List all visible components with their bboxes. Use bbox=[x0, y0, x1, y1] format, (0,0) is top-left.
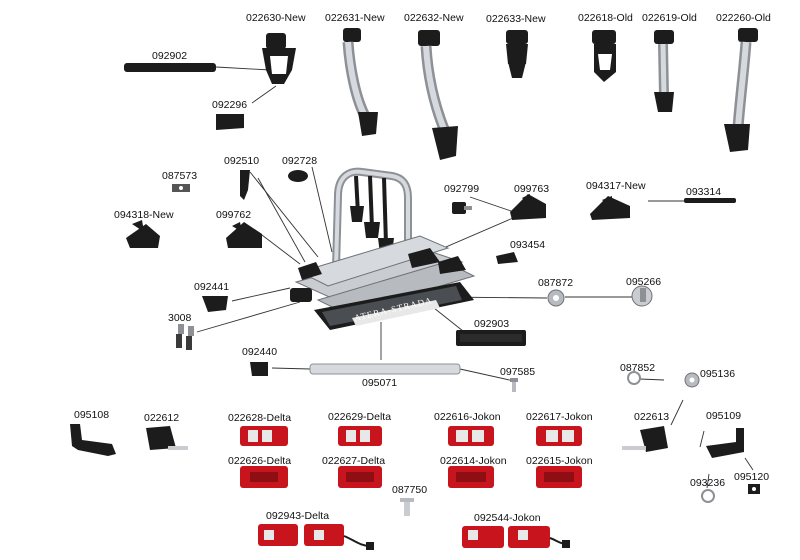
label-092544: 092544-Jokon bbox=[474, 512, 541, 524]
wheel-holder-022260 bbox=[724, 28, 758, 152]
cap-092296 bbox=[216, 114, 244, 130]
label-087750: 087750 bbox=[392, 484, 428, 496]
wheel-holder-022633 bbox=[506, 30, 528, 78]
label-094317: 094317-New bbox=[586, 180, 646, 192]
knob-092799 bbox=[452, 202, 472, 214]
label-022618: 022618-Old bbox=[578, 12, 633, 24]
label-092902: 092902 bbox=[152, 50, 188, 62]
label-022613: 022613 bbox=[634, 411, 670, 423]
ring-087852 bbox=[627, 371, 641, 385]
label-099762: 099762 bbox=[216, 209, 252, 221]
bracket-022612 bbox=[146, 426, 188, 450]
screw-097585 bbox=[510, 378, 518, 392]
label-022260: 022260-Old bbox=[716, 12, 771, 24]
label-092440: 092440 bbox=[242, 346, 278, 358]
label-022632: 022632-New bbox=[404, 12, 464, 24]
disc-092728 bbox=[288, 170, 308, 182]
nut-095120 bbox=[748, 484, 760, 494]
label-097585: 097585 bbox=[500, 366, 536, 378]
pad-093454 bbox=[496, 252, 518, 264]
lamp-022626 bbox=[240, 466, 288, 488]
label-022616: 022616-Jokon bbox=[434, 411, 501, 423]
label-022627: 022627-Delta bbox=[322, 455, 386, 467]
keys-3008 bbox=[176, 324, 194, 350]
label-093454: 093454 bbox=[510, 239, 546, 251]
label-022626: 022626-Delta bbox=[228, 455, 292, 467]
tube-095071 bbox=[309, 363, 461, 375]
holder-099763 bbox=[510, 194, 546, 220]
label-087872: 087872 bbox=[538, 277, 574, 289]
label-022612: 022612 bbox=[144, 412, 180, 424]
lamp-022629 bbox=[338, 426, 382, 446]
label-093314: 093314 bbox=[686, 186, 722, 198]
label-093236: 093236 bbox=[690, 477, 726, 489]
lamp-022616 bbox=[448, 426, 494, 446]
wheel-holder-022619 bbox=[654, 30, 674, 112]
label-022615: 022615-Jokon bbox=[526, 455, 593, 467]
label-022630: 022630-New bbox=[246, 12, 306, 24]
label-087573: 087573 bbox=[162, 170, 198, 182]
label-092943: 092943-Delta bbox=[266, 510, 330, 522]
bike-carrier-main bbox=[290, 167, 476, 330]
lamp-022628 bbox=[240, 426, 288, 446]
label-092441: 092441 bbox=[194, 281, 230, 293]
screw-087750 bbox=[400, 498, 414, 516]
label-022619: 022619-Old bbox=[642, 12, 697, 24]
washer-095136 bbox=[684, 372, 700, 388]
holder-094318 bbox=[126, 220, 160, 248]
wheel-holder-022632 bbox=[418, 30, 458, 160]
label-022629: 022629-Delta bbox=[328, 411, 392, 423]
bracket-095109 bbox=[706, 428, 744, 458]
lamp-022627 bbox=[338, 466, 382, 488]
lamp-022617 bbox=[536, 426, 582, 446]
wheel-holder-022618 bbox=[592, 30, 616, 82]
bar-093314 bbox=[684, 198, 736, 203]
bar-092902 bbox=[124, 63, 216, 72]
washer-087872 bbox=[547, 289, 565, 307]
label-095120: 095120 bbox=[734, 471, 770, 483]
lock-095266 bbox=[631, 285, 653, 307]
label-095071: 095071 bbox=[362, 377, 398, 389]
cap-092441 bbox=[202, 296, 228, 312]
label-3008: 3008 bbox=[168, 312, 192, 324]
lamp-set-092943 bbox=[258, 524, 374, 550]
label-087852: 087852 bbox=[620, 362, 656, 374]
label-092903: 092903 bbox=[474, 318, 510, 330]
ring-093236 bbox=[701, 489, 715, 503]
label-022633: 022633-New bbox=[486, 13, 546, 25]
label-095136: 095136 bbox=[700, 368, 736, 380]
bracket-095108 bbox=[70, 424, 116, 456]
holder-099762 bbox=[226, 222, 262, 248]
bracket-022613 bbox=[622, 426, 668, 452]
lamp-022615 bbox=[536, 466, 582, 488]
label-099763: 099763 bbox=[514, 183, 550, 195]
label-094318: 094318-New bbox=[114, 209, 174, 221]
label-095108: 095108 bbox=[74, 409, 110, 421]
lamp-set-092544 bbox=[462, 526, 570, 548]
label-092728: 092728 bbox=[282, 155, 318, 167]
cap-092440 bbox=[250, 362, 268, 376]
lamp-022614 bbox=[448, 466, 494, 488]
label-095109: 095109 bbox=[706, 410, 742, 422]
license-plate-092903 bbox=[456, 330, 526, 346]
label-092799: 092799 bbox=[444, 183, 480, 195]
plate-087573 bbox=[172, 184, 190, 192]
holder-094317 bbox=[590, 196, 630, 220]
wheel-holder-022630 bbox=[262, 33, 296, 84]
label-022614: 022614-Jokon bbox=[440, 455, 507, 467]
wheel-holder-022631 bbox=[342, 28, 378, 136]
label-095266: 095266 bbox=[626, 276, 662, 288]
label-092510: 092510 bbox=[224, 155, 260, 167]
label-022631: 022631-New bbox=[325, 12, 385, 24]
label-022617: 022617-Jokon bbox=[526, 411, 593, 423]
label-092296: 092296 bbox=[212, 99, 248, 111]
clip-092510 bbox=[240, 170, 250, 200]
label-022628: 022628-Delta bbox=[228, 412, 292, 424]
leader-lines bbox=[196, 66, 754, 489]
